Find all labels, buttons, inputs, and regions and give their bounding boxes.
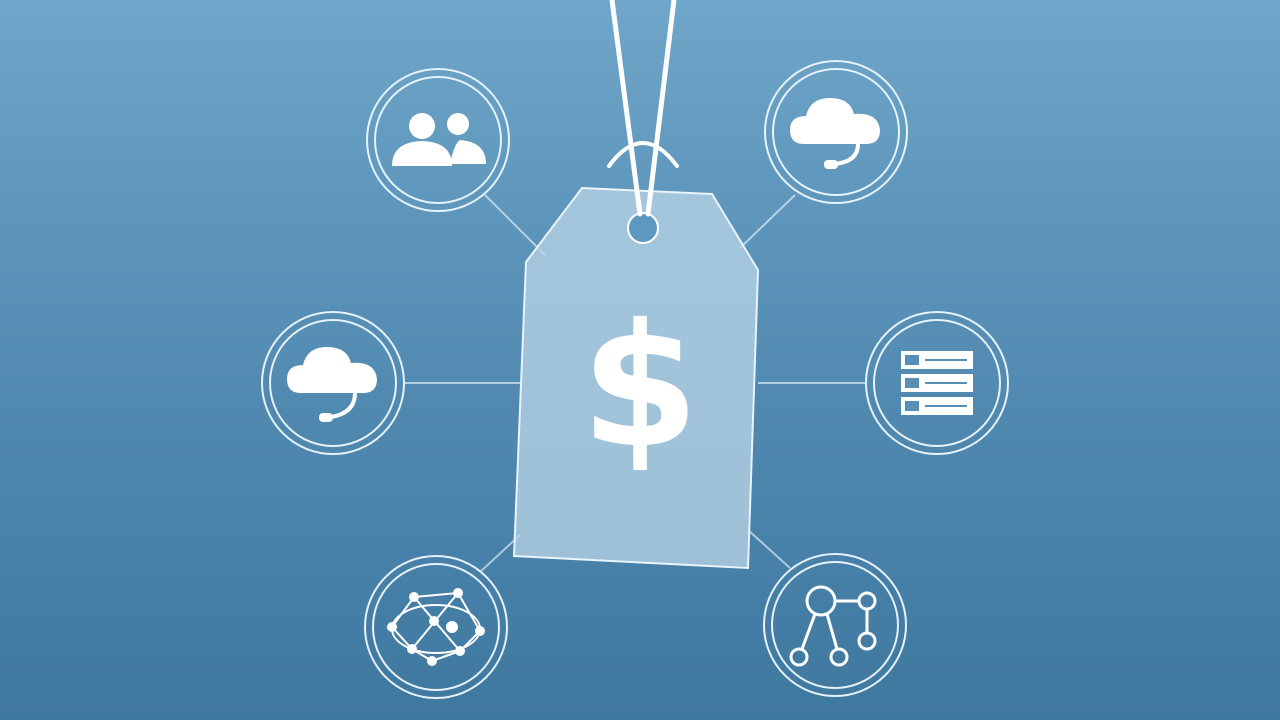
users-group-icon-circle: [366, 68, 510, 212]
connector-lines: [405, 194, 865, 573]
price-tag-dollar-symbol: $: [580, 288, 700, 486]
network-mesh-icon-circle: [364, 555, 508, 699]
cloud-support-icon: [790, 98, 880, 169]
users-group-icon: [392, 113, 486, 166]
cloud-support-icon: [287, 347, 377, 422]
tag-string: [607, 0, 679, 217]
tag-hole: [627, 212, 659, 244]
network-mesh-icon: [387, 588, 485, 666]
node-diagram-icon: [789, 585, 877, 667]
node-diagram-icon-circle: [763, 553, 907, 697]
cloud-support-icon-circle-left: [261, 311, 405, 455]
server-rack-icon: [901, 351, 973, 415]
server-rack-icon-circle: [865, 311, 1009, 455]
price-tag-icon: [512, 186, 760, 570]
cloud-support-icon-circle: [764, 60, 908, 204]
